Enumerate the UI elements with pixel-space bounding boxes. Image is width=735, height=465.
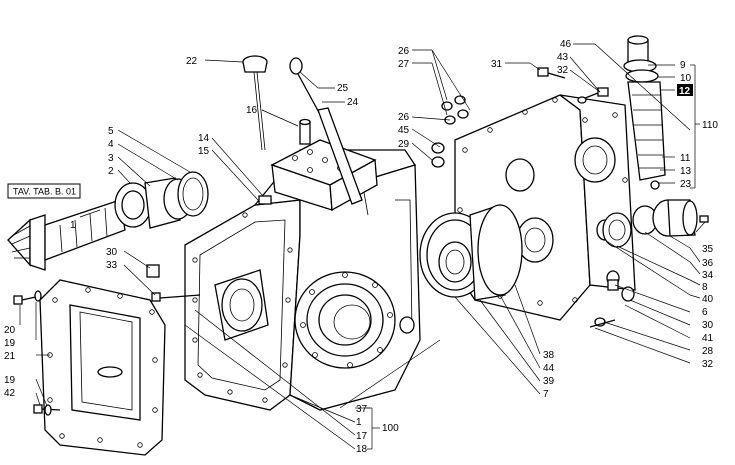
dipstick <box>242 55 268 151</box>
callout-20: 20 <box>4 325 16 336</box>
callout-22: 22 <box>186 56 198 67</box>
callout-2: 2 <box>108 166 114 177</box>
drain-plugs <box>589 270 635 328</box>
callout-30-right: 30 <box>702 320 714 331</box>
callout-9: 9 <box>680 60 686 71</box>
callout-37: 37 <box>356 404 368 415</box>
callout-33: 33 <box>106 260 118 271</box>
callout-31: 31 <box>491 59 503 70</box>
callout-6: 6 <box>702 307 708 318</box>
callout-numbers: 22 25 24 16 14 15 5 4 3 2 1 26 27 31 32 … <box>4 39 718 455</box>
drive-gear <box>419 204 523 301</box>
leader-lines <box>19 43 706 450</box>
callout-35: 35 <box>702 244 714 255</box>
callout-38: 38 <box>543 350 555 361</box>
callout-14: 14 <box>198 133 210 144</box>
plug <box>258 195 272 205</box>
callout-15: 15 <box>198 146 210 157</box>
callout-26-mid: 26 <box>398 112 410 123</box>
callout-110: 110 <box>702 120 718 131</box>
callout-19-lower: 19 <box>4 375 16 386</box>
callout-12: 12 <box>679 86 691 97</box>
callout-3: 3 <box>108 153 114 164</box>
callout-28: 28 <box>702 346 714 357</box>
callout-43: 43 <box>557 52 569 63</box>
callout-23: 23 <box>680 179 692 190</box>
callout-100: 100 <box>382 423 399 434</box>
callout-29: 29 <box>398 139 410 150</box>
lever-rod <box>289 57 363 205</box>
callout-8: 8 <box>702 282 708 293</box>
callout-42: 42 <box>4 388 16 399</box>
callout-10: 10 <box>680 73 692 84</box>
bolt-31 <box>537 67 566 79</box>
input-shaft <box>7 171 209 271</box>
reference-label: TAV. TAB. B. 01 <box>13 187 76 197</box>
callout-41: 41 <box>702 333 714 344</box>
callout-19-upper: 19 <box>4 338 16 349</box>
callout-34: 34 <box>702 270 714 281</box>
callout-46: 46 <box>560 39 572 50</box>
callout-11: 11 <box>680 153 691 164</box>
cover-bolts <box>13 290 61 416</box>
callout-36: 36 <box>702 258 714 269</box>
callout-5: 5 <box>108 126 114 137</box>
callout-1: 1 <box>356 417 362 428</box>
callout-45: 45 <box>398 125 410 136</box>
callout-1-left: 1 <box>70 220 76 231</box>
callout-39: 39 <box>543 376 555 387</box>
output-bearings <box>596 199 709 248</box>
callout-44: 44 <box>543 363 555 374</box>
callout-16: 16 <box>246 105 258 116</box>
callout-24: 24 <box>347 97 359 108</box>
callout-32-right: 32 <box>702 359 714 370</box>
callout-7: 7 <box>543 389 549 400</box>
callout-27: 27 <box>398 59 410 70</box>
callout-12-highlight <box>677 84 693 96</box>
pin <box>299 118 311 145</box>
callout-26-top: 26 <box>398 46 410 57</box>
reference-box: TAV. TAB. B. 01 <box>7 183 81 199</box>
callout-4: 4 <box>108 139 114 150</box>
bolt-32 <box>577 87 609 104</box>
callout-18: 18 <box>356 444 368 455</box>
callout-13: 13 <box>680 166 692 177</box>
callout-30-left: 30 <box>106 247 118 258</box>
callout-21: 21 <box>4 351 16 362</box>
callout-32-top: 32 <box>557 65 569 76</box>
oil-filter <box>623 35 666 190</box>
main-housing <box>184 149 421 411</box>
callout-17: 17 <box>356 431 368 442</box>
callout-40: 40 <box>702 294 714 305</box>
callout-25: 25 <box>337 83 349 94</box>
side-cover <box>39 279 166 456</box>
